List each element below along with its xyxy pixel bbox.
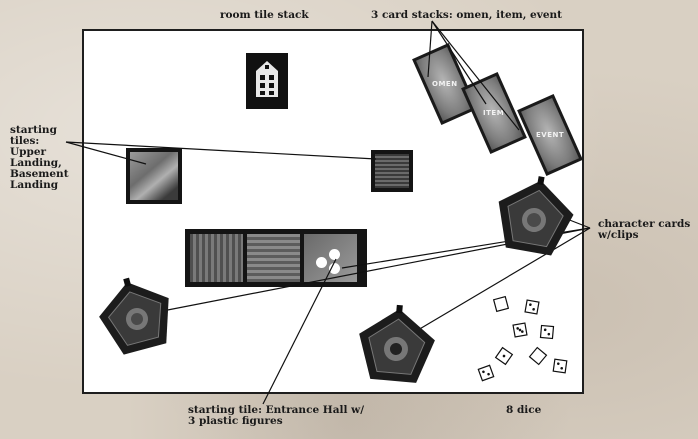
die bbox=[494, 297, 509, 312]
label-card-stacks: 3 card stacks: omen, item, event bbox=[371, 10, 562, 21]
dice-group bbox=[478, 297, 566, 381]
die bbox=[540, 325, 553, 338]
label-starting-tiles: starting tiles: Upper Landing, Basement … bbox=[10, 125, 69, 191]
label-character-cards: character cards w/clips bbox=[598, 219, 690, 241]
character-card-left bbox=[91, 269, 179, 358]
label-dice: 8 dice bbox=[506, 405, 541, 416]
die bbox=[553, 359, 567, 373]
die bbox=[530, 348, 547, 365]
die bbox=[525, 300, 539, 314]
die bbox=[513, 323, 527, 337]
label-entrance-hall: starting tile: Entrance Hall w/ 3 plasti… bbox=[188, 405, 364, 427]
die bbox=[496, 348, 513, 365]
die bbox=[478, 365, 493, 380]
label-room-tile-stack: room tile stack bbox=[220, 10, 309, 21]
character-card-bottom bbox=[355, 302, 437, 384]
